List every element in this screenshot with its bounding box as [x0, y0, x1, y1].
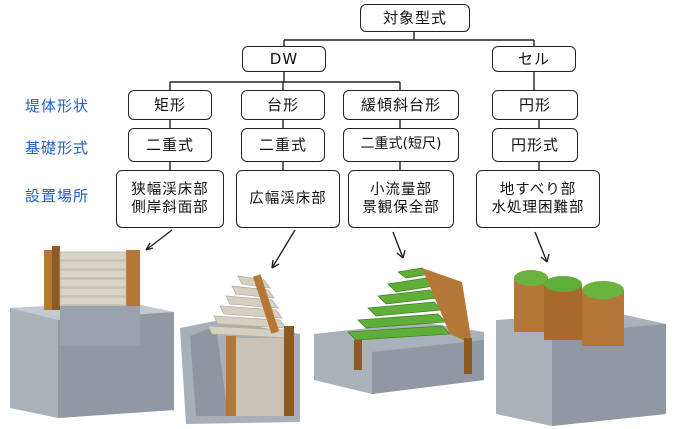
- cell-dam-illustration: [496, 270, 666, 426]
- type-cell-node: セル: [492, 46, 576, 72]
- location-node-narrow-bed: 狭幅渓床部 側岸斜面部: [116, 170, 224, 228]
- shape-node-trapezoid: 台形: [241, 90, 325, 120]
- location-line: 狭幅渓床部: [131, 181, 209, 198]
- location-node-small-flow: 小流量部 景観保全部: [348, 170, 454, 228]
- location-node-landslide: 地すべり部 水処理困難部: [476, 170, 600, 228]
- foundation-node-double-1: 二重式: [128, 128, 212, 162]
- root-node: 対象型式: [360, 4, 470, 32]
- row-label-foundation: 基礎形式: [25, 139, 90, 157]
- foundation-node-double-2: 二重式: [241, 128, 325, 162]
- location-line: 広幅渓床部: [249, 190, 327, 207]
- shape-node-circle: 円形: [492, 90, 578, 120]
- shape-node-gentle-trapezoid: 緩傾斜台形: [343, 90, 459, 120]
- rectangular-dam-illustration: [10, 246, 174, 418]
- location-line: 小流量部: [370, 181, 432, 198]
- trapezoid-dam-illustration: [180, 274, 300, 424]
- shape-node-rectangle: 矩形: [128, 90, 212, 120]
- location-node-wide-bed: 広幅渓床部: [236, 170, 340, 228]
- row-label-location: 設置場所: [25, 187, 90, 205]
- type-dw-node: DW: [242, 46, 326, 72]
- row-label-body-shape: 堤体形状: [25, 97, 90, 115]
- location-line: 水処理困難部: [491, 200, 585, 216]
- gentle-trapezoid-dam-illustration: [314, 267, 484, 394]
- location-line: 側岸斜面部: [131, 200, 209, 216]
- location-line: 地すべり部: [499, 181, 577, 198]
- location-line: 景観保全部: [362, 200, 440, 216]
- foundation-node-circular: 円形式: [492, 128, 578, 162]
- foundation-node-double-short: 二重式(短尺): [343, 128, 459, 162]
